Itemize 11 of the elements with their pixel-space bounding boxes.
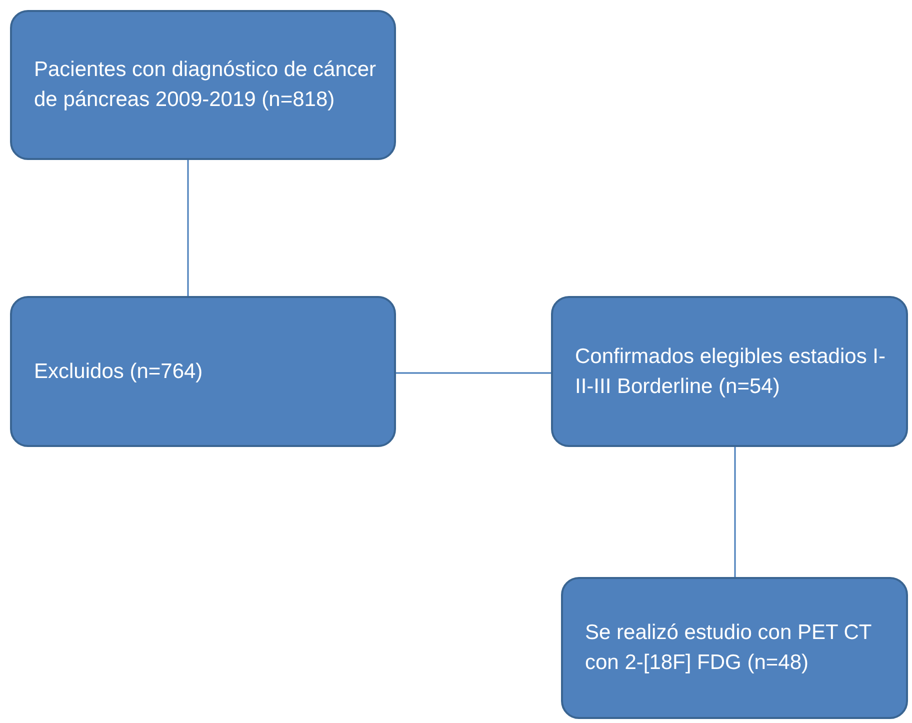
- box-text: Pacientes con diagnóstico de cáncer de páncreas 2009-2019 (n=818): [34, 57, 378, 113]
- process-box: [561, 577, 908, 719]
- process-box: [10, 10, 396, 160]
- connector-line: [734, 447, 736, 577]
- connector-line: [396, 372, 551, 374]
- connector-line: [187, 160, 189, 296]
- box-text: Confirmados elegibles estadios I-II-III Borderline (n=54): [575, 344, 886, 400]
- process-box: [10, 296, 396, 447]
- process-box: [551, 296, 908, 447]
- box-text: Excluidos (n=764): [34, 358, 203, 384]
- box-text: Se realizó estudio con PET CT con 2-[18F] FDG (n=48): [585, 620, 872, 676]
